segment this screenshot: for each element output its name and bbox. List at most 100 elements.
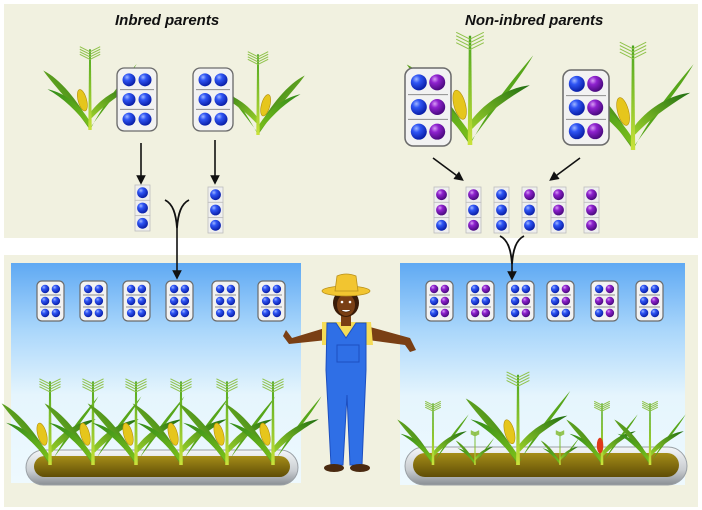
stem bbox=[516, 374, 520, 465]
allele-purple bbox=[605, 296, 615, 306]
allele-blue bbox=[126, 296, 136, 306]
allele-blue bbox=[650, 308, 660, 318]
allele-purple bbox=[436, 189, 447, 201]
inbred-offspring-genotype bbox=[165, 280, 194, 322]
leaf bbox=[93, 419, 139, 453]
inbred-offspring-genotype bbox=[36, 280, 65, 322]
left-shoe bbox=[324, 464, 344, 472]
stem bbox=[134, 381, 138, 465]
leaf bbox=[650, 431, 684, 456]
allele-blue bbox=[226, 296, 236, 306]
allele-blue bbox=[40, 284, 50, 294]
allele-blue bbox=[481, 296, 491, 306]
allele-blue bbox=[568, 75, 585, 92]
face bbox=[337, 294, 355, 316]
stem bbox=[648, 403, 652, 465]
allele-blue bbox=[40, 308, 50, 318]
allele-blue bbox=[226, 284, 236, 294]
stem bbox=[474, 431, 476, 465]
allele-blue bbox=[198, 73, 212, 87]
non-inbred-gamete bbox=[550, 186, 567, 234]
allele-blue bbox=[137, 217, 148, 229]
eye bbox=[340, 300, 344, 304]
allele-blue bbox=[261, 308, 271, 318]
allele-purple bbox=[481, 308, 491, 318]
leaf bbox=[132, 403, 181, 465]
corn-ear-icon bbox=[259, 422, 271, 446]
allele-purple bbox=[440, 296, 450, 306]
tassel bbox=[170, 378, 192, 393]
allele-blue bbox=[122, 93, 136, 106]
allele-blue bbox=[496, 189, 507, 201]
allele-blue bbox=[83, 284, 93, 294]
allele-blue bbox=[568, 99, 585, 116]
leaf bbox=[50, 419, 96, 453]
allele-blue bbox=[122, 112, 136, 126]
allele-blue bbox=[137, 202, 148, 214]
allele-blue bbox=[180, 308, 190, 318]
right-arm bbox=[368, 327, 416, 352]
allele-purple bbox=[521, 296, 531, 306]
leaf bbox=[43, 70, 90, 130]
allele-purple bbox=[586, 189, 597, 201]
leaf bbox=[614, 419, 650, 465]
non-inbred-offspring-plant bbox=[566, 400, 638, 465]
non-inbred-offspring-genotype bbox=[546, 280, 575, 322]
allele-blue bbox=[639, 296, 649, 306]
allele-blue bbox=[639, 308, 649, 318]
non-inbred-offspring-plant bbox=[397, 400, 469, 465]
leaf bbox=[540, 440, 560, 465]
allele-purple bbox=[605, 284, 615, 294]
tassel bbox=[125, 378, 147, 393]
allele-purple bbox=[561, 296, 571, 306]
leaf bbox=[181, 419, 227, 453]
allele-blue bbox=[524, 219, 535, 231]
non-inbred-offspring-plant bbox=[455, 430, 495, 465]
inbred-parents-title: Inbred parents bbox=[115, 12, 220, 29]
corn-ear-icon bbox=[213, 422, 225, 446]
allele-purple bbox=[650, 296, 660, 306]
allele-blue bbox=[214, 93, 228, 106]
stem bbox=[467, 35, 473, 145]
allele-purple bbox=[587, 75, 604, 92]
inbred-parent-genotype-left bbox=[116, 67, 158, 132]
non-inbred-offspring-genotype bbox=[506, 280, 535, 322]
allele-blue bbox=[226, 308, 236, 318]
non-inbred-gamete bbox=[493, 186, 510, 234]
non-inbred-gamete bbox=[465, 186, 482, 234]
allele-blue bbox=[553, 219, 564, 231]
allele-blue bbox=[550, 308, 560, 318]
allele-purple bbox=[429, 284, 439, 294]
leaf bbox=[455, 440, 475, 465]
allele-purple bbox=[429, 74, 446, 91]
allele-blue bbox=[51, 296, 61, 306]
overalls-pocket bbox=[336, 344, 360, 363]
allele-blue bbox=[550, 296, 560, 306]
stem bbox=[256, 54, 260, 135]
tassel bbox=[79, 46, 101, 60]
allele-blue bbox=[122, 73, 136, 87]
stem bbox=[431, 403, 435, 465]
allele-blue bbox=[210, 219, 221, 231]
allele-blue bbox=[594, 284, 604, 294]
non-inbred-offspring-genotype bbox=[635, 280, 664, 322]
allele-purple bbox=[587, 123, 604, 140]
overalls bbox=[325, 322, 367, 466]
leaf bbox=[273, 419, 319, 453]
allele-blue bbox=[410, 99, 427, 115]
soil bbox=[34, 456, 290, 477]
tassel bbox=[82, 378, 104, 393]
allele-purple bbox=[440, 308, 450, 318]
tassel bbox=[593, 400, 611, 412]
inbred-parent-genotype-right bbox=[192, 67, 234, 132]
leaf bbox=[465, 398, 518, 465]
allele-purple bbox=[605, 308, 615, 318]
tassel bbox=[641, 400, 659, 412]
allele-blue bbox=[261, 296, 271, 306]
cross-symbol bbox=[499, 235, 525, 265]
leaf bbox=[136, 419, 182, 453]
allele-blue bbox=[51, 284, 61, 294]
arrow-diagonal bbox=[432, 157, 464, 181]
corn-ear-icon bbox=[122, 422, 134, 446]
cross-symbol bbox=[164, 199, 190, 229]
